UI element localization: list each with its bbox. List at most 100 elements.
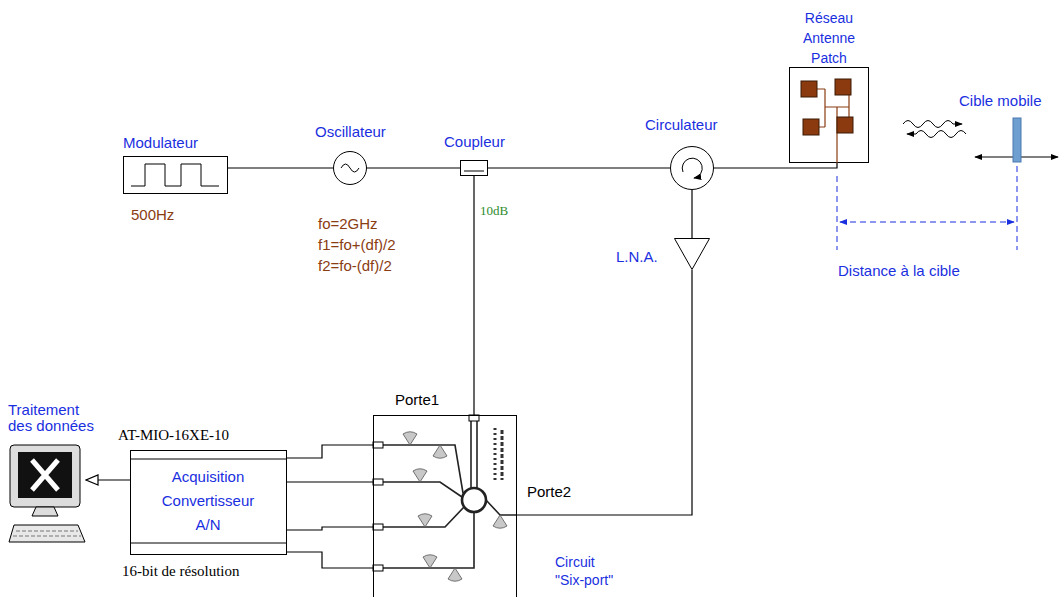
- modulator-box: Modulateur500Hz: [123, 156, 228, 194]
- six-port-circuit: Porte1Porte2Circuit "Six-port": [373, 415, 517, 597]
- board-rail: [130, 459, 287, 460]
- shape-outline: [460, 160, 488, 176]
- component-label: Oscillateur: [315, 123, 386, 141]
- rf-line: [228, 167, 333, 168]
- microstrip-line: [383, 507, 464, 527]
- radial-stub: [433, 445, 447, 458]
- rf-line: [473, 176, 474, 415]
- rf-line: [488, 167, 670, 168]
- coupler-symbol: Coupleur10dB: [460, 160, 488, 176]
- via-column: [494, 428, 497, 480]
- shape-outline: [8, 445, 86, 549]
- monitor-case: [10, 445, 80, 507]
- component-note: 500Hz: [131, 206, 174, 224]
- port-connector: [373, 565, 383, 571]
- component-note: 10dB: [480, 202, 508, 220]
- patch-antenna-array: Réseau Antenne Patch: [789, 67, 869, 163]
- distance-guide: [1017, 166, 1018, 250]
- acquisition-board: AT-MIO-16XE-10Acquisition Convertisseur …: [130, 450, 287, 555]
- target-bar: [1013, 118, 1021, 162]
- radial-stub: [418, 514, 432, 527]
- microstrip-line: [476, 416, 478, 489]
- modulator-outline: [124, 157, 228, 194]
- component-label: Porte1: [395, 391, 439, 409]
- component-label: Coupleur: [444, 133, 505, 151]
- radial-stub: [413, 469, 427, 482]
- keyboard: [9, 525, 85, 542]
- patch-element: [801, 81, 817, 97]
- port-connector: [373, 524, 383, 530]
- rf-line: [691, 190, 692, 238]
- rf-line: [287, 552, 373, 568]
- patch-element: [803, 119, 819, 135]
- microstrip-line: [383, 482, 462, 497]
- port-connector: [373, 442, 383, 448]
- rf-line: [517, 270, 692, 515]
- component-label: Circulateur: [645, 116, 718, 134]
- microstrip-line: [383, 512, 474, 568]
- board-outline: [131, 451, 287, 555]
- microstrip-line: [470, 416, 472, 489]
- keyboard-keys: [13, 531, 81, 536]
- lna-amplifier: L.N.A.: [674, 238, 710, 270]
- distance-guide: [837, 176, 838, 250]
- radio-wave: [903, 121, 962, 128]
- microstrip-line: [383, 445, 463, 493]
- amplifier-triangle: [675, 239, 710, 270]
- shape-outline: [789, 67, 869, 163]
- component-note: 16-bit de résolution: [122, 562, 239, 580]
- dimension-label: Distance à la cible: [838, 262, 960, 280]
- square-wave: [131, 164, 219, 186]
- component-label: AT-MIO-16XE-10: [118, 426, 229, 444]
- rf-line: [287, 481, 373, 482]
- circulator-symbol: Circulateur: [670, 146, 714, 190]
- circulator-outline: [671, 147, 714, 190]
- microstrip-line: [486, 500, 517, 515]
- oscillator-symbol: Oscillateurfo=2GHz f1=fo+(df)/2 f2=fo-(d…: [333, 151, 367, 185]
- rotation-arrow: [682, 158, 702, 178]
- oscillator-outline: [334, 152, 367, 185]
- screen-logo: [32, 460, 58, 490]
- board-rail: [130, 543, 287, 544]
- shape-outline: [333, 151, 367, 185]
- shape-outline: [670, 146, 714, 190]
- radial-stub: [493, 515, 507, 528]
- component-label: Cible mobile: [959, 92, 1042, 110]
- shape-outline: [123, 156, 228, 194]
- dimension-arrow: [840, 222, 1014, 223]
- radial-stub: [403, 432, 417, 445]
- coupled-line: [464, 171, 484, 172]
- component-note: Circuit "Six-port": [555, 553, 627, 589]
- rf-line: [287, 445, 373, 458]
- patch-element: [835, 79, 851, 95]
- coupler-outline: [461, 161, 488, 176]
- component-label: Modulateur: [123, 134, 198, 152]
- shape-outline: [373, 415, 517, 597]
- computer-icon: Traitement des données: [8, 445, 86, 549]
- antenna-outline: [790, 68, 869, 163]
- sine-symbol: [341, 164, 359, 172]
- circuit-board: [374, 416, 517, 597]
- feed-network: [817, 87, 853, 163]
- monitor-screen: [18, 452, 72, 498]
- port-connector: [373, 479, 383, 485]
- rf-line: [287, 527, 373, 530]
- component-label: Réseau Antenne Patch: [794, 8, 864, 68]
- radial-stub: [423, 555, 437, 568]
- component-note: fo=2GHz f1=fo+(df)/2 f2=fo-(df)/2: [318, 213, 418, 276]
- hybrid-ring: [462, 488, 486, 512]
- component-note: Acquisition Convertisseur A/N: [158, 465, 258, 537]
- radio-wave: [907, 131, 966, 138]
- component-note: Porte2: [527, 483, 571, 501]
- monitor-stand: [32, 507, 58, 516]
- shape-outline: [1013, 118, 1021, 162]
- component-label: Traitement des données: [8, 402, 98, 434]
- shape-outline: [674, 238, 710, 270]
- radial-stub: [448, 568, 462, 581]
- via-column: [501, 430, 504, 480]
- rf-line: [714, 163, 837, 168]
- moving-target: Cible mobile: [1013, 118, 1021, 162]
- patch-element: [837, 117, 853, 133]
- rf-line: [367, 167, 460, 168]
- signal-arrow: [86, 479, 130, 480]
